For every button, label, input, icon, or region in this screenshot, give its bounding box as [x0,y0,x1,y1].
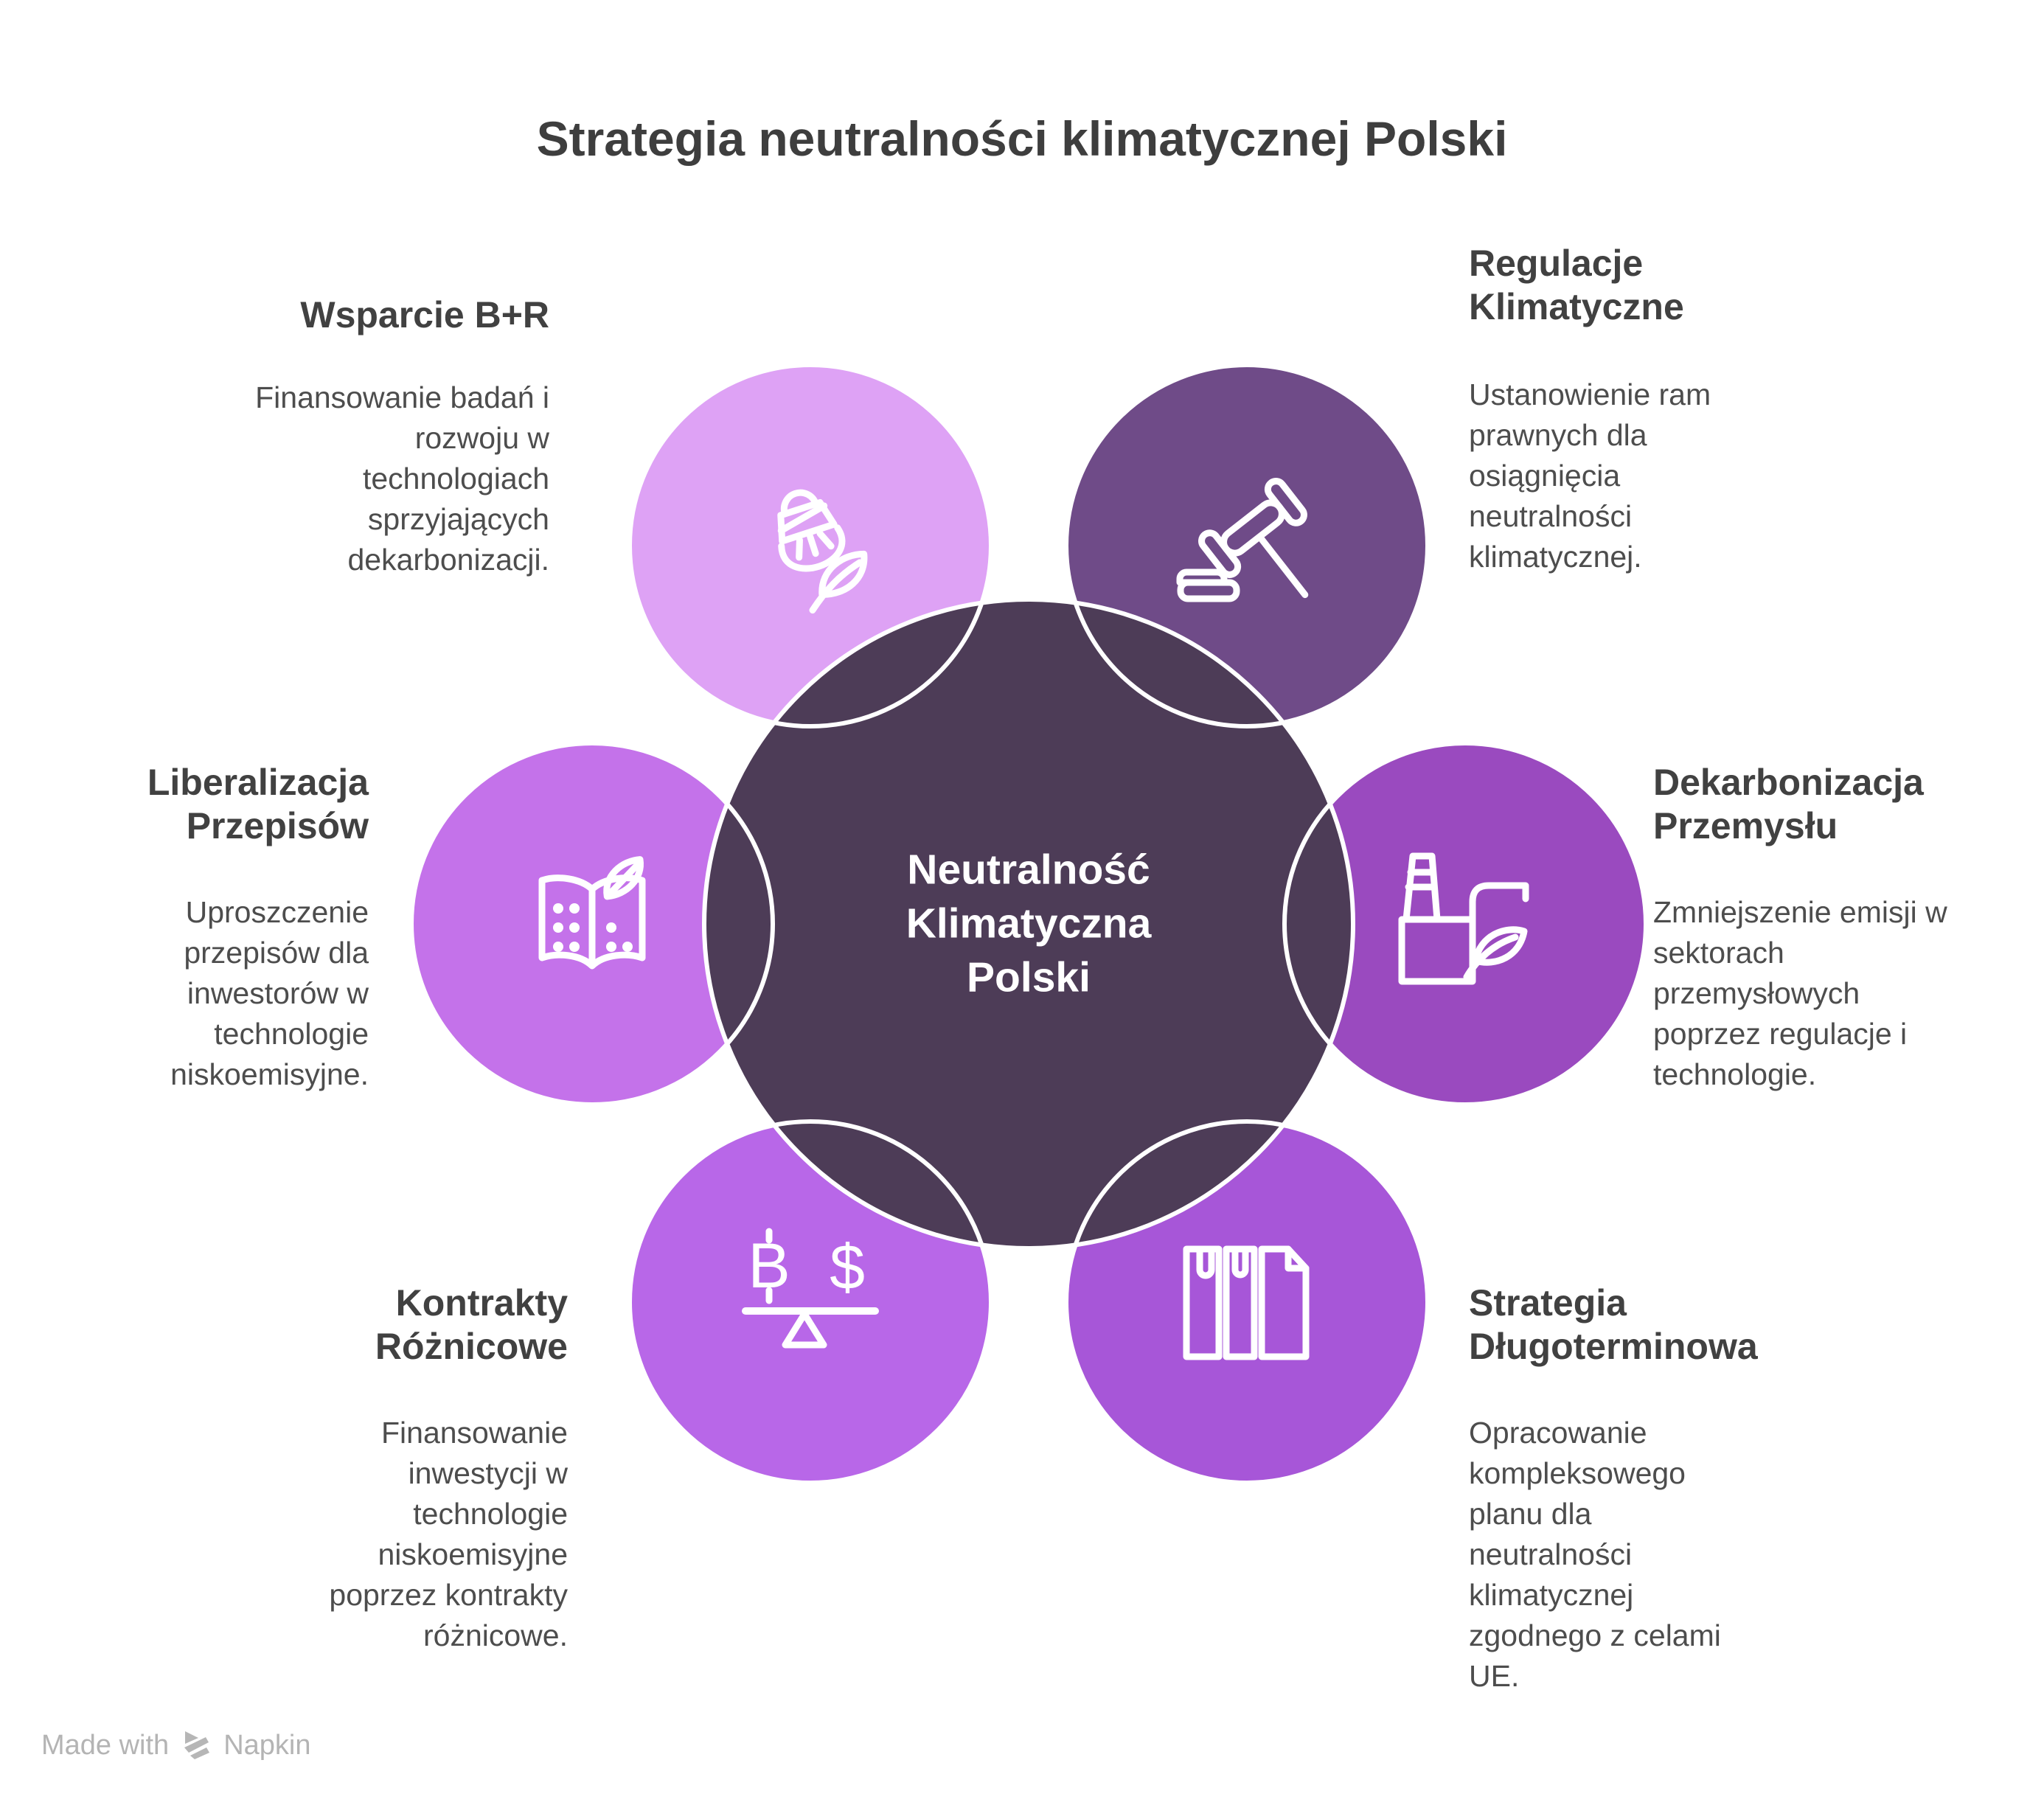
made-with-napkin: Made with Napkin [41,1728,311,1762]
made-with-text: Made with [41,1729,170,1761]
section-description: Uproszczenie przepisów dla inwestorów w … [170,895,369,1091]
circle-dekarbonizacja [1285,743,1646,1105]
section-description: Ustanowienie ram prawnych dla osiągnięci… [1469,378,1711,574]
section-strategia-dlugoterminowa: Strategia Długoterminowa Opracowanie kom… [1469,1281,1815,1697]
section-dekarbonizacja-przemyslu: Dekarbonizacja Przemysłu Zmniejszenie em… [1653,761,2037,1095]
center-circle-ring [702,597,1355,1251]
circle-ring [1282,741,1648,1107]
section-description: Zmniejszenie emisji w sektorach przemysł… [1653,895,1947,1091]
balance-scale-icon: B $ [742,1228,879,1349]
circle-ring [628,363,993,728]
section-regulacje-klimatyczne: Regulacje Klimatyczne Ustanowienie ram p… [1469,242,1786,577]
section-title: Dekarbonizacja Przemysłu [1653,762,1924,846]
section-title: Liberalizacja Przepisów [147,762,369,846]
circle-ring [628,1119,993,1485]
napkin-brand-text: Napkin [223,1729,311,1761]
section-title: Strategia Długoterminowa [1469,1282,1758,1367]
gavel-icon [1176,478,1309,602]
dollar-symbol: $ [830,1232,865,1303]
section-title: Kontrakty Różnicowe [375,1282,568,1367]
lightbulb-leaf-icon [777,489,868,614]
section-title: Wsparcie B+R [300,294,549,335]
circle-ring [409,741,775,1107]
section-title: Regulacje Klimatyczne [1469,243,1684,327]
section-description: Opracowanie kompleksowego planu dla neut… [1469,1416,1721,1693]
napkin-logo-icon [184,1731,210,1759]
circle-ring [1064,363,1430,728]
open-book-leaf-icon [538,856,646,970]
center-label: Neutralność Klimatyczna Polski [905,846,1152,1001]
section-liberalizacja-przepisow: Liberalizacja Przepisów Uproszczenie prz… [44,761,369,1095]
section-description: Finansowanie inwestycji w technologie ni… [329,1416,568,1652]
center-circle [704,599,1353,1248]
section-description: Finansowanie badań i rozwoju w technolog… [255,380,549,577]
section-kontrakty-roznicowe: Kontrakty Różnicowe Finansowanie inwesty… [170,1281,568,1656]
section-wsparcie-br: Wsparcie B+R Finansowanie badań i rozwoj… [107,293,549,580]
factory-leaf-icon [1398,852,1529,985]
circle-ring [1064,1119,1430,1485]
books-icon [1183,1245,1310,1360]
page-title: Strategia neutralności klimatycznej Pols… [536,111,1508,166]
